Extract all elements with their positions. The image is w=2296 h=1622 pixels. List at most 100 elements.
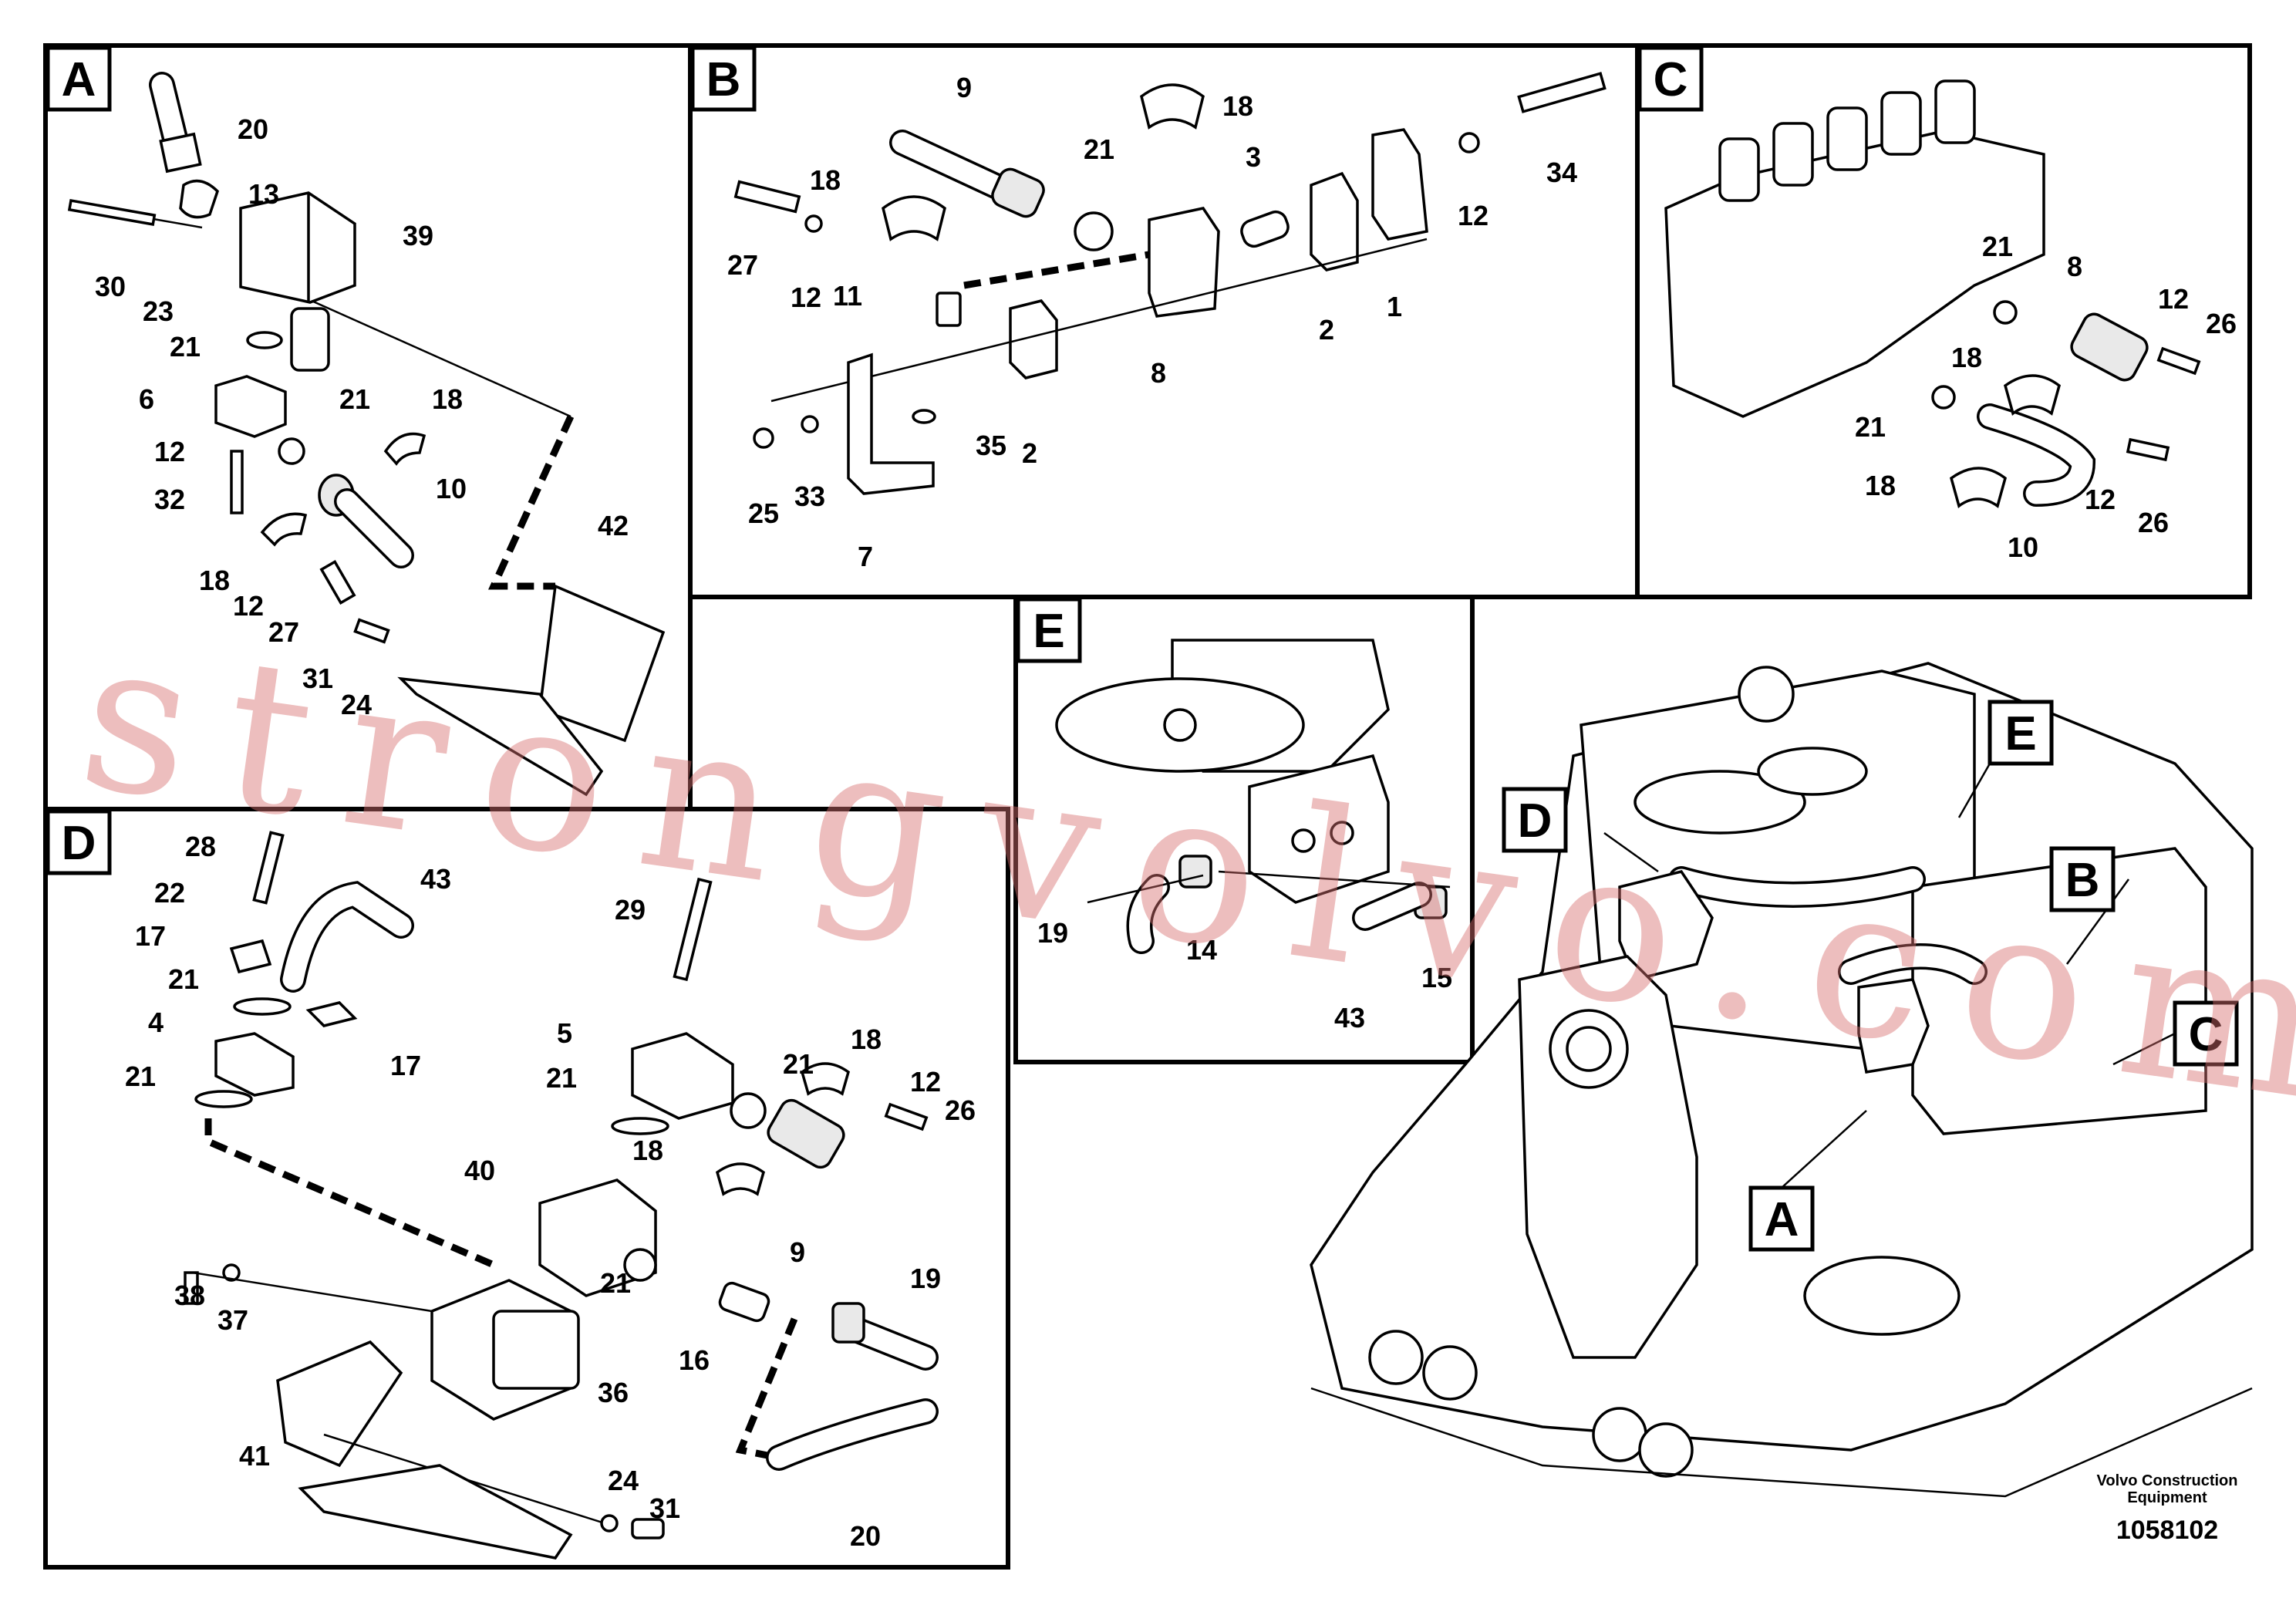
callout: 41 bbox=[239, 1440, 270, 1472]
callout: 26 bbox=[2138, 507, 2169, 538]
panel-d-callouts: 28 22 43 17 21 17 4 21 29 5 21 18 12 26 … bbox=[125, 831, 976, 1552]
svg-text:D: D bbox=[62, 817, 96, 870]
panel-e-label: E bbox=[1016, 597, 1082, 663]
callout: 4 bbox=[148, 1007, 164, 1038]
callout: 21 bbox=[546, 1062, 577, 1094]
callout: 43 bbox=[1334, 1002, 1365, 1034]
footer: Volvo Construction Equipment 1058102 bbox=[2097, 1472, 2238, 1545]
callout: 27 bbox=[727, 249, 758, 281]
panel-a-callouts: 20 13 39 30 23 21 6 21 18 12 32 10 18 12… bbox=[95, 113, 629, 720]
callout: 18 bbox=[1951, 342, 1982, 373]
svg-text:C: C bbox=[2189, 1008, 2224, 1061]
callout: 12 bbox=[791, 282, 821, 313]
callout: 31 bbox=[302, 663, 333, 694]
callout: 23 bbox=[143, 295, 174, 327]
callout: 3 bbox=[1246, 141, 1261, 173]
svg-text:B: B bbox=[706, 53, 741, 106]
callout: 21 bbox=[600, 1267, 631, 1299]
callout: 39 bbox=[403, 220, 433, 251]
svg-text:E: E bbox=[1033, 605, 1064, 658]
callout: 9 bbox=[956, 72, 972, 103]
panel-d-drawing bbox=[184, 831, 939, 1560]
svg-text:B: B bbox=[2065, 854, 2100, 907]
callout: 14 bbox=[1186, 934, 1217, 966]
overview-label-a: A bbox=[1748, 1185, 1815, 1252]
callout: 11 bbox=[833, 280, 862, 312]
svg-text:A: A bbox=[62, 53, 96, 106]
callout: 35 bbox=[976, 430, 1006, 461]
overview-label-b: B bbox=[2049, 846, 2116, 912]
callout: 21 bbox=[783, 1048, 814, 1080]
svg-text:C: C bbox=[1654, 53, 1688, 106]
panel-b-frame bbox=[688, 43, 1640, 599]
callout: 19 bbox=[910, 1263, 941, 1294]
callout: 18 bbox=[1865, 470, 1896, 501]
callout: 7 bbox=[858, 541, 873, 572]
callout: 10 bbox=[436, 473, 467, 504]
callout: 18 bbox=[810, 164, 841, 196]
callout: 34 bbox=[1546, 157, 1577, 188]
machine-overview-drawing bbox=[1310, 662, 2254, 1498]
overview-label-e: E bbox=[1988, 700, 2054, 766]
drawing-number: 1058102 bbox=[2116, 1516, 2218, 1545]
callout: 18 bbox=[432, 383, 463, 415]
callout: 6 bbox=[139, 383, 154, 415]
overview-label-c: C bbox=[2173, 1000, 2239, 1067]
callout: 38 bbox=[174, 1280, 205, 1311]
panel-d-label: D bbox=[46, 809, 112, 875]
callout: 36 bbox=[598, 1377, 629, 1408]
callout: 30 bbox=[95, 271, 126, 302]
callout: 25 bbox=[748, 497, 779, 529]
svg-text:D: D bbox=[1518, 794, 1553, 848]
callout: 12 bbox=[2158, 283, 2189, 315]
callout: 13 bbox=[248, 178, 279, 210]
callout: 21 bbox=[339, 383, 370, 415]
callout: 8 bbox=[2067, 251, 2082, 282]
company-name-line2: Equipment bbox=[2127, 1489, 2207, 1506]
callout: 18 bbox=[199, 565, 230, 596]
callout: 21 bbox=[168, 963, 199, 995]
callout: 18 bbox=[851, 1023, 882, 1055]
panel-b-callouts: 9 18 21 3 34 18 12 27 12 11 2 8 1 25 33 … bbox=[727, 72, 1577, 572]
callout: 16 bbox=[679, 1344, 710, 1376]
callout: 24 bbox=[341, 689, 372, 720]
svg-text:A: A bbox=[1765, 1193, 1799, 1246]
callout: 24 bbox=[608, 1465, 639, 1496]
panel-c-drawing bbox=[1664, 79, 2201, 508]
callout: 20 bbox=[238, 113, 268, 145]
callout: 42 bbox=[598, 510, 629, 541]
callout: 27 bbox=[268, 616, 299, 648]
panel-d-frame bbox=[43, 807, 1010, 1570]
callout: 21 bbox=[1855, 411, 1886, 443]
callout: 2 bbox=[1319, 314, 1334, 346]
callout: 15 bbox=[1421, 962, 1452, 993]
panel-e-drawing bbox=[1055, 639, 1451, 954]
panel-c-frame bbox=[1635, 43, 2252, 599]
callout: 26 bbox=[2206, 308, 2237, 339]
callout: 12 bbox=[910, 1066, 941, 1098]
callout: 2 bbox=[1022, 437, 1037, 469]
panel-a-drawing bbox=[67, 72, 666, 797]
callout: 12 bbox=[233, 590, 264, 622]
callout: 1 bbox=[1387, 291, 1402, 322]
panel-e-callouts: 19 14 15 43 bbox=[1037, 917, 1452, 1034]
panel-a-label: A bbox=[46, 46, 112, 112]
callout: 26 bbox=[945, 1094, 976, 1126]
callout: 18 bbox=[1222, 90, 1253, 122]
panel-e-frame bbox=[1013, 595, 1475, 1064]
callout: 19 bbox=[1037, 917, 1068, 949]
callout: 32 bbox=[154, 484, 185, 515]
callout: 9 bbox=[790, 1236, 805, 1268]
callout: 22 bbox=[154, 877, 185, 909]
callout: 12 bbox=[1458, 200, 1489, 231]
callout: 20 bbox=[850, 1520, 881, 1552]
callout: 8 bbox=[1151, 357, 1166, 389]
panel-b-drawing bbox=[733, 72, 1607, 495]
callout: 17 bbox=[135, 920, 166, 952]
callout: 31 bbox=[649, 1492, 680, 1524]
callout: 21 bbox=[1084, 133, 1114, 165]
panel-b-label: B bbox=[690, 46, 757, 112]
callout: 28 bbox=[185, 831, 216, 862]
svg-text:E: E bbox=[2004, 707, 2036, 760]
callout: 21 bbox=[170, 331, 201, 363]
